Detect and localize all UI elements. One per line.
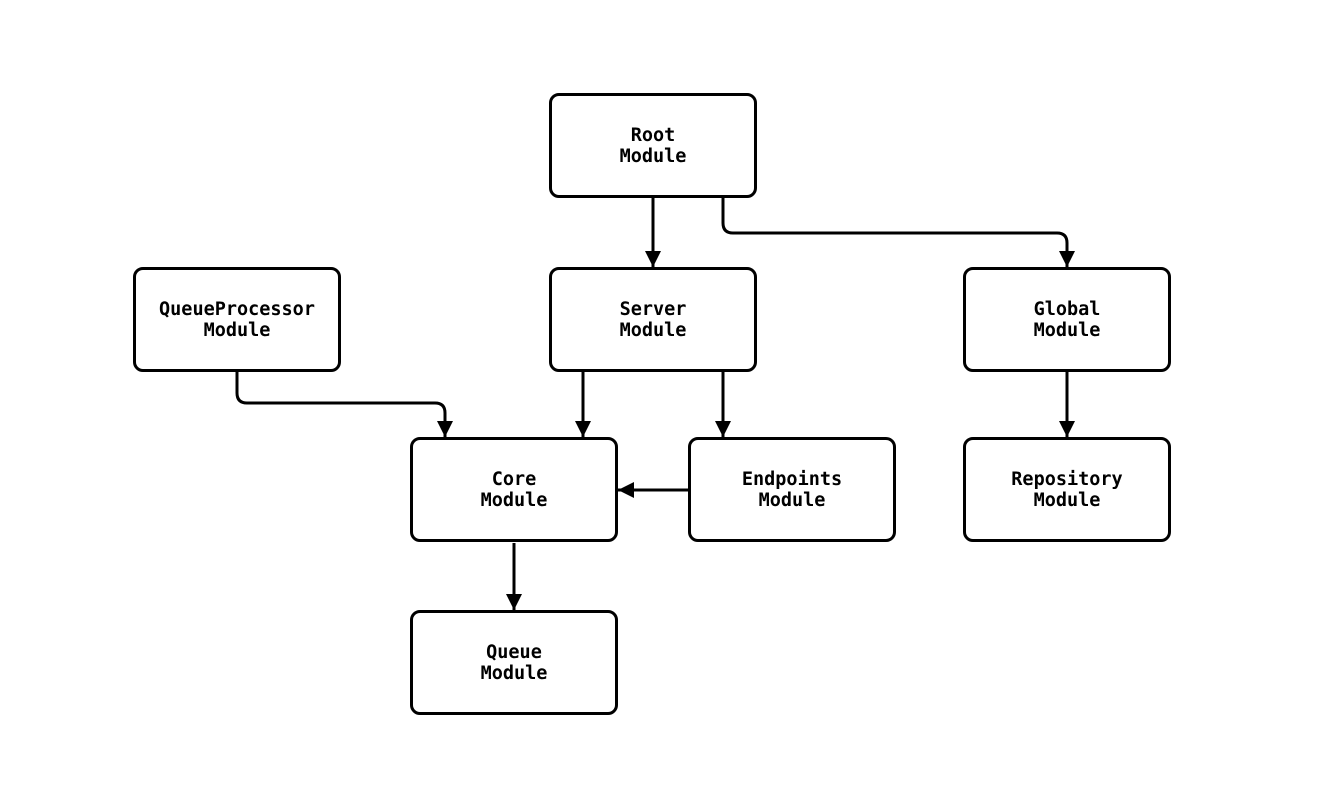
node-endpoints-module-label: Endpoints Module (741, 468, 843, 511)
node-root-module: Root Module (549, 93, 757, 198)
node-global-module-label: Global Module (1033, 298, 1101, 341)
node-endpoints-module: Endpoints Module (688, 437, 896, 542)
node-repository-module: Repository Module (963, 437, 1171, 542)
edge-queueprocessor-to-core (235, 372, 453, 437)
edge-root-to-global (721, 198, 1075, 267)
node-server-module-label: Server Module (619, 298, 687, 341)
node-queueprocessor-module: QueueProcessor Module (133, 267, 341, 372)
node-root-module-label: Root Module (619, 124, 687, 167)
node-queue-module: Queue Module (410, 610, 618, 715)
node-core-module-label: Core Module (480, 468, 548, 511)
node-repository-module-label: Repository Module (1011, 468, 1123, 511)
node-core-module: Core Module (410, 437, 618, 542)
node-global-module: Global Module (963, 267, 1171, 372)
node-queue-module-label: Queue Module (480, 641, 548, 684)
node-queueprocessor-module-label: QueueProcessor Module (159, 298, 315, 341)
node-server-module: Server Module (549, 267, 757, 372)
